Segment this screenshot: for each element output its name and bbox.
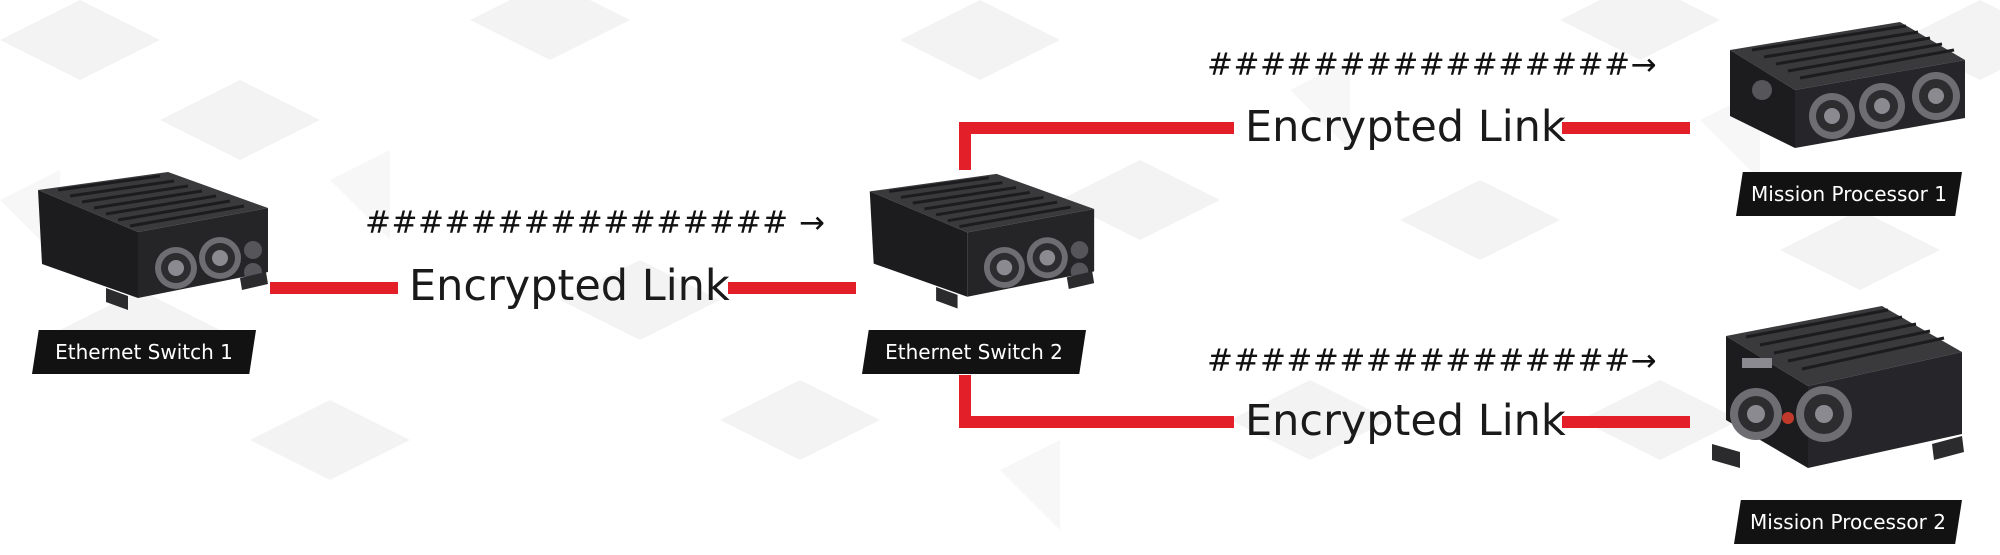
link2-line-right [1562,122,1690,134]
link2-hash-text: ################→ [1207,47,1658,83]
ethernet-switch-2-tag: Ethernet Switch 2 [862,330,1086,374]
mission-processor-2-tag: Mission Processor 2 [1734,500,1962,544]
link3-hash-text: ################→ [1207,343,1658,379]
link3-line-right [1562,416,1690,428]
mission-processor-1-icon [1730,22,1965,148]
ethernet-switch-1-icon [38,172,268,310]
link3-line-left [959,416,1234,428]
mission-processor-1-tag: Mission Processor 1 [1736,172,1962,216]
link1-hash-text: ################ → [365,205,826,241]
link1-label: Encrypted Link [409,261,730,311]
ethernet-switch-2-icon [869,173,1095,309]
link1-line-right [728,282,856,294]
link2-label: Encrypted Link [1245,102,1566,152]
link2-line-vertical [959,122,971,170]
mission-processor-2-icon [1712,306,1964,468]
link2-line-left [959,122,1234,134]
link1-line-left [270,282,398,294]
link3-label: Encrypted Link [1245,396,1566,446]
link3-line-vertical [959,375,971,428]
ethernet-switch-1-tag: Ethernet Switch 1 [32,330,256,374]
